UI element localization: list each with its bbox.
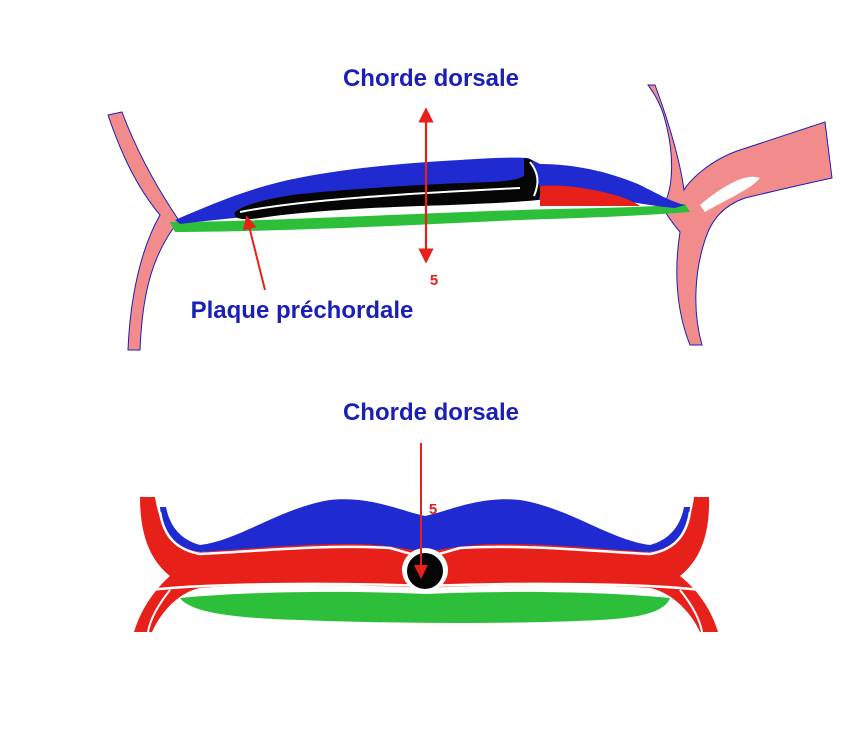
bottom-lower-right-curve <box>679 589 703 633</box>
top-separator-line <box>239 187 521 213</box>
top-title: Chorde dorsale <box>343 65 519 92</box>
top-mesoderm <box>540 185 640 206</box>
top-separator-hook <box>529 161 539 197</box>
top-diagram: Chorde dorsale 5 Plaque préchordale <box>107 65 833 351</box>
top-right-amnion-wall <box>647 84 833 346</box>
bottom-notochord <box>407 553 443 589</box>
bottom-title: Chorde dorsale <box>343 399 519 426</box>
bottom-endoderm <box>180 591 670 623</box>
top-left-amnion-wall <box>107 111 181 351</box>
bottom-arrow-label: 5 <box>429 501 437 518</box>
bottom-diagram: Chorde dorsale 5 <box>134 399 718 633</box>
bottom-lower-left-curve <box>147 589 171 633</box>
top-pointer-arrow <box>242 215 266 291</box>
top-pointer-label: Plaque préchordale <box>191 297 414 324</box>
top-right-gap <box>700 176 760 212</box>
top-arrow-label: 5 <box>430 272 438 289</box>
bottom-ectoderm <box>160 499 690 552</box>
top-notochord <box>234 158 541 220</box>
